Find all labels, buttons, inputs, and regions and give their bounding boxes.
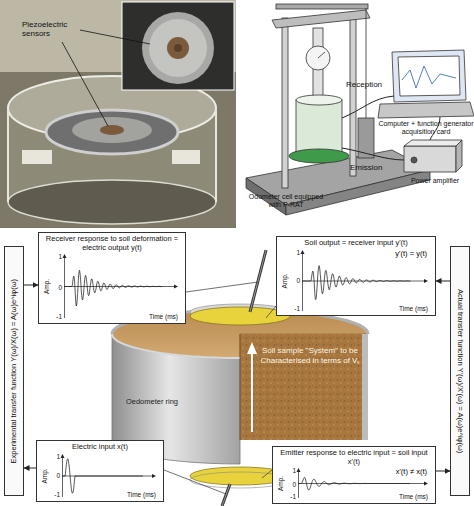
signal-trace — [64, 270, 162, 306]
signal-title: Emitter response to electric input = soi… — [276, 449, 432, 466]
signal-trace — [302, 265, 410, 299]
signal-title: Soil output = receiver input y'(t) — [280, 239, 432, 248]
signal-equation: y'(t) = y(t) — [395, 250, 427, 258]
axis-arrow — [174, 285, 178, 289]
part-label: Oedometer ring — [120, 398, 184, 407]
flow-arrow — [24, 285, 38, 286]
tick-label: 1 — [58, 253, 62, 260]
transfer-function-box: Actual transfer function Y'(ω)/X'(ω) = A… — [450, 246, 470, 496]
tick-label: 0 — [58, 283, 62, 290]
tick-label: -1 — [294, 305, 300, 312]
axis-arrow — [63, 254, 67, 258]
signal-plot-box: Receiver response to soil deformation = … — [38, 232, 186, 324]
tick-label: 0 — [292, 480, 296, 487]
axis-label: Time (ms) — [399, 305, 428, 312]
signal-plot-box: Emitter response to electric input = soi… — [272, 446, 436, 504]
device-label: Power amplifier — [400, 177, 470, 185]
axis-arrow — [424, 279, 428, 283]
transfer-function-box: Experimental transfer function Y(ω)/X(ω)… — [4, 246, 24, 496]
waveform-plot — [64, 255, 178, 318]
signal-trace — [298, 478, 410, 491]
signal-title: Electric input x(t) — [40, 443, 160, 452]
transfer-function-text: Experimental transfer function Y(ω)/X(ω)… — [10, 279, 19, 463]
waveform-plot — [302, 251, 428, 311]
tick-label: 0 — [296, 277, 300, 284]
axis-label: Time (ms) — [399, 493, 428, 500]
signal-title: Receiver response to soil deformation = … — [42, 235, 182, 252]
axis-arrow — [297, 468, 301, 472]
oedometer-apparatus — [246, 4, 474, 215]
device-label: Computer + function generator acquisitio… — [378, 120, 474, 136]
plot-area: y'(t) = y(t)Amp.10-1Time (ms) — [302, 251, 428, 311]
device-label: Odometer cell equipped with P-RAT — [244, 193, 328, 209]
sample-label: Soil sample "System" to be Characterised… — [260, 346, 360, 365]
plot-area: Amp.10-1Time (ms) — [64, 255, 178, 318]
sensor-photo — [0, 0, 236, 228]
flow-arrow — [24, 468, 36, 469]
axis-label: Amp. — [41, 455, 49, 497]
tick-label: 0 — [56, 472, 60, 479]
axis-label: Amp. — [43, 255, 51, 318]
signal-trace — [62, 458, 143, 492]
axis-arrow — [424, 482, 428, 486]
axis-label: Amp. — [277, 469, 285, 498]
signal-direction-label: Emission — [350, 163, 400, 172]
tick-label: 1 — [292, 467, 296, 474]
flow-arrow — [436, 281, 450, 282]
axis-arrow — [61, 454, 65, 458]
tick-label: 1 — [296, 249, 300, 256]
tick-label: -1 — [54, 491, 60, 498]
photo-callout: Piezoelectric sensors — [22, 20, 84, 38]
signal-plot-box: Electric input x(t)Amp.10-1Time (ms) — [36, 440, 164, 502]
axis-label: Time (ms) — [127, 491, 156, 498]
axis-arrow — [301, 250, 305, 254]
signal-plot-box: Soil output = receiver input y'(t) y'(t) … — [276, 236, 436, 316]
tick-label: -1 — [290, 493, 296, 500]
axis-label: Amp. — [281, 251, 289, 311]
tick-label: -1 — [56, 313, 62, 320]
signal-equation: x'(t) ≠ x(t) — [396, 468, 427, 476]
plot-area: x'(t) ≠ x(t)Amp.10-1Time (ms) — [298, 469, 428, 498]
plot-area: Amp.10-1Time (ms) — [62, 455, 156, 497]
transfer-function-text: Actual transfer function Y'(ω)/X'(ω) = A… — [456, 289, 465, 453]
flow-arrow — [436, 471, 450, 472]
signal-direction-label: Reception — [346, 80, 396, 89]
tick-label: 1 — [56, 453, 60, 460]
axis-arrow — [152, 474, 156, 478]
axis-label: Time (ms) — [149, 313, 178, 320]
